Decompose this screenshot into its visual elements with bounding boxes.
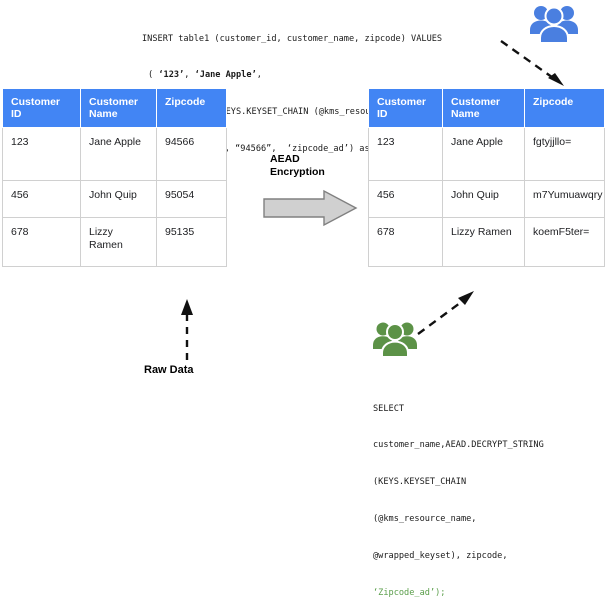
column-header-customer-id: Customer ID	[2, 88, 81, 128]
insert-sql-line-2-mid: ,	[184, 70, 195, 81]
dashed-arrow-insert-to-table-icon	[498, 38, 574, 90]
table-row: 678 Lizzy Ramen 95135	[2, 217, 227, 267]
block-arrow-right-icon	[262, 188, 358, 228]
aead-encryption-label: AEAD Encryption	[270, 153, 325, 178]
cell-zipcode: koemF5ter=	[524, 217, 605, 267]
table-encrypted-data: Customer ID Customer Name Zipcode 123 Ja…	[368, 88, 605, 267]
insert-sql-line-2-pre: (	[148, 70, 159, 81]
cell-customer-name: Jane Apple	[442, 127, 525, 181]
table-row: 123 Jane Apple fgtyjjllo=	[368, 127, 605, 181]
column-header-customer-name: Customer Name	[442, 88, 525, 128]
people-group-icon-green	[372, 318, 420, 358]
table-row: 456 John Quip 95054	[2, 180, 227, 218]
cell-customer-name: John Quip	[442, 180, 525, 218]
insert-sql-line-1: INSERT table1 (customer_id, customer_nam…	[142, 33, 443, 44]
insert-sql-line-2-post: ,	[256, 70, 262, 81]
cell-customer-id: 456	[2, 180, 81, 218]
cell-customer-id: 456	[368, 180, 443, 218]
table-row: 456 John Quip m7Yumuawqry	[368, 180, 605, 218]
dashed-arrow-select-to-table-icon	[414, 286, 484, 338]
table-header-row: Customer ID Customer Name Zipcode	[2, 88, 227, 128]
dashed-arrow-raw-data-icon	[176, 298, 198, 362]
table-header-row: Customer ID Customer Name Zipcode	[368, 88, 605, 128]
cell-zipcode: 94566	[156, 127, 227, 181]
insert-sql-literal-customer-id: ‘123’	[158, 70, 185, 81]
insert-sql-line-2: ( ‘123’, ‘Jane Apple’,	[142, 69, 442, 81]
cell-zipcode: fgtyjjllo=	[524, 127, 605, 181]
column-header-zipcode: Zipcode	[156, 88, 227, 128]
select-sql-literal-zipcode-ad: ‘Zipcode_ad’);	[373, 588, 446, 599]
column-header-customer-name: Customer Name	[80, 88, 157, 128]
cell-customer-id: 678	[2, 217, 81, 267]
select-sql-line-4: (@kms_resource_name,	[373, 514, 477, 525]
cell-customer-name: John Quip	[80, 180, 157, 218]
table-raw-data: Customer ID Customer Name Zipcode 123 Ja…	[2, 88, 227, 267]
cell-zipcode: m7Yumuawqry	[524, 180, 605, 218]
table-row: 678 Lizzy Ramen koemF5ter=	[368, 217, 605, 267]
cell-zipcode: 95054	[156, 180, 227, 218]
cell-customer-name: Lizzy Ramen	[442, 217, 525, 267]
cell-customer-name: Lizzy Ramen	[80, 217, 157, 267]
select-sql-line-2: customer_name,AEAD.DECRYPT_STRING	[373, 440, 544, 451]
column-header-zipcode: Zipcode	[524, 88, 605, 128]
raw-data-label: Raw Data	[144, 364, 194, 376]
select-sql-line-1: SELECT	[373, 403, 405, 414]
cell-zipcode: 95135	[156, 217, 227, 267]
cell-customer-id: 123	[368, 127, 443, 181]
select-sql-statement: SELECT customer_name,AEAD.DECRYPT_STRING…	[373, 378, 544, 612]
cell-customer-name: Jane Apple	[80, 127, 157, 181]
column-header-customer-id: Customer ID	[368, 88, 443, 128]
select-sql-line-3: (KEYS.KEYSET_CHAIN	[373, 477, 467, 488]
cell-customer-id: 678	[368, 217, 443, 267]
table-row: 123 Jane Apple 94566	[2, 127, 227, 181]
cell-customer-id: 123	[2, 127, 81, 181]
people-group-icon-blue	[528, 2, 580, 44]
select-sql-line-5: @wrapped_keyset), zipcode,	[373, 551, 508, 562]
insert-sql-literal-customer-name: ‘Jane Apple’	[194, 70, 257, 81]
